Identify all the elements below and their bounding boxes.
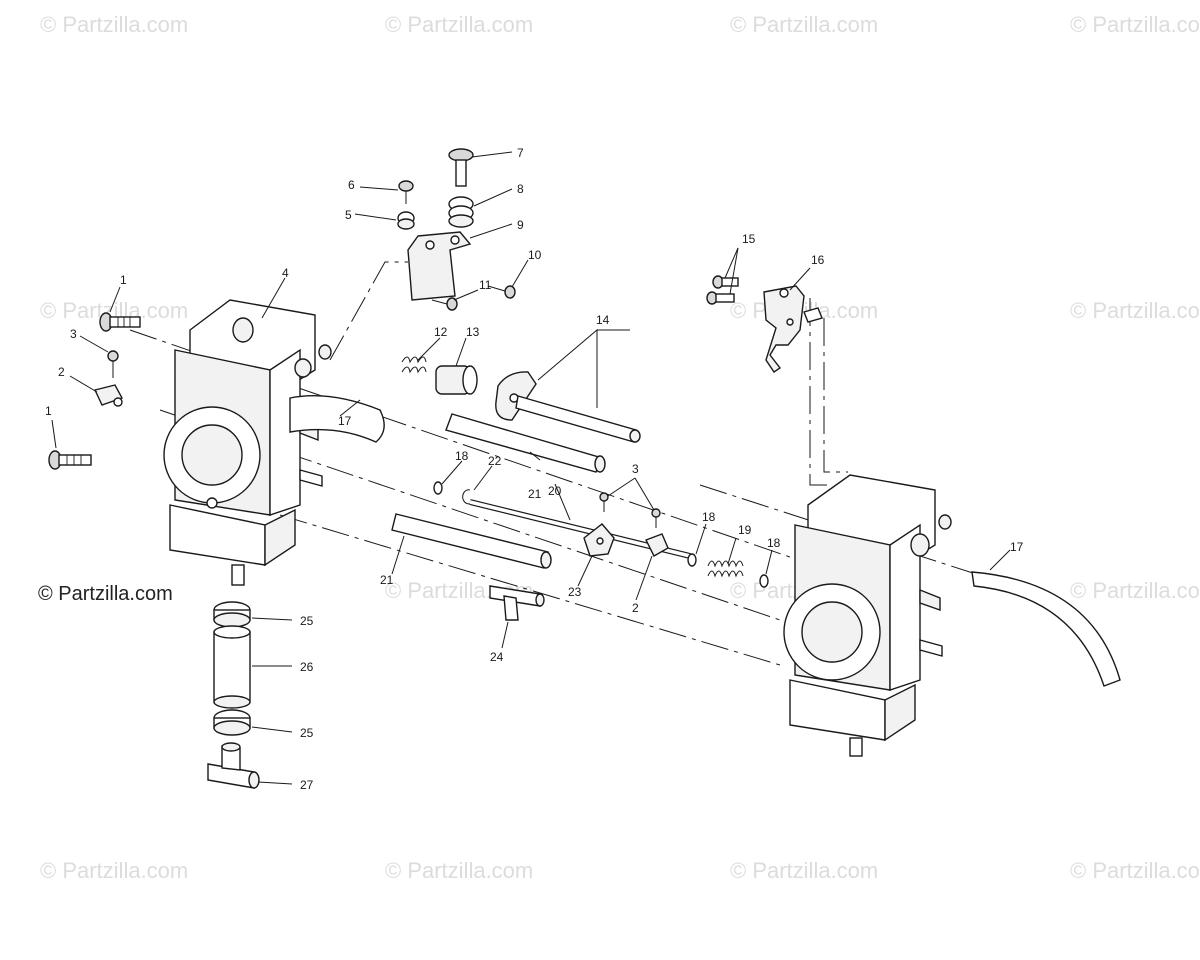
callout-1a: 1 — [120, 273, 127, 287]
shaft-14 — [515, 395, 641, 443]
washer-18-c — [759, 574, 769, 588]
callout-21b: 21 — [380, 573, 394, 587]
callout-8: 8 — [517, 182, 524, 196]
callout-20: 20 — [548, 484, 562, 498]
top-bracket-group — [397, 148, 516, 311]
watermark: © Partzilla.com — [730, 298, 878, 323]
right-carburetor — [783, 474, 952, 757]
bracket-16 — [763, 285, 823, 373]
washer-18-b — [687, 553, 697, 567]
callout-4: 4 — [282, 266, 289, 280]
watermark: © Partzilla.com — [1070, 578, 1200, 603]
tee-fitting-24 — [489, 585, 545, 621]
callout-7: 7 — [517, 146, 524, 160]
watermark: © Partzilla.com — [1070, 12, 1200, 37]
callout-18c: 18 — [767, 536, 781, 550]
leader-lines — [51, 151, 1011, 785]
callout-1b: 1 — [45, 404, 52, 418]
callout-17b: 17 — [1010, 540, 1024, 554]
watermark: © Partzilla.com — [1070, 858, 1200, 883]
watermark: © Partzilla.com — [730, 858, 878, 883]
callout-22: 22 — [488, 454, 502, 468]
callout-2b: 2 — [632, 601, 639, 615]
tee-27 — [207, 742, 260, 789]
washer-18-a — [433, 481, 443, 495]
screw-1-lower — [48, 450, 92, 470]
callout-18a: 18 — [455, 449, 469, 463]
screw-3-right-a — [599, 492, 609, 512]
screw-3-left — [107, 350, 119, 378]
watermark: © Partzilla.com — [1070, 298, 1200, 323]
screw-3-right-b — [651, 508, 661, 528]
callout-24: 24 — [490, 650, 504, 664]
lever-14 — [495, 371, 537, 421]
watermark: © Partzilla.com — [730, 12, 878, 37]
callout-18b: 18 — [702, 510, 716, 524]
callout-17a: 17 — [338, 414, 352, 428]
hose-26 — [213, 625, 251, 709]
clip-2-left — [94, 384, 124, 407]
clamp-25-lower — [213, 709, 251, 736]
callout-2a: 2 — [58, 365, 65, 379]
callout-27: 27 — [300, 778, 314, 792]
callout-12: 12 — [434, 325, 448, 339]
sleeve-13 — [435, 365, 478, 395]
clamp-25-upper — [213, 601, 251, 628]
callout-16: 16 — [811, 253, 825, 267]
hose-17-left — [289, 395, 385, 443]
lever-23 — [583, 523, 615, 557]
spring-19 — [707, 560, 744, 578]
callout-13: 13 — [466, 325, 480, 339]
callout-23: 23 — [568, 585, 582, 599]
tube-21-lower — [391, 513, 552, 569]
callout-3b: 3 — [632, 462, 639, 476]
watermark: © Partzilla.com — [40, 12, 188, 37]
watermark: © Partzilla.com — [385, 858, 533, 883]
callout-5: 5 — [345, 208, 352, 222]
left-carburetor — [163, 299, 332, 586]
callout-3a: 3 — [70, 327, 77, 341]
callout-labels: 1 1 3 2 4 6 5 7 8 9 10 11 12 13 14 15 16… — [45, 146, 1024, 792]
callout-26: 26 — [300, 660, 314, 674]
callout-25a: 25 — [300, 614, 314, 628]
spring-12 — [401, 356, 427, 374]
screw-1-upper — [99, 312, 141, 332]
brand-label: © Partzilla.com — [38, 583, 173, 605]
callout-11: 11 — [479, 278, 492, 292]
watermark: © Partzilla.com — [385, 12, 533, 37]
hose-17-right — [971, 571, 1121, 687]
clip-2-right — [645, 533, 669, 557]
callout-21a: 21 — [528, 487, 542, 501]
callout-10: 10 — [528, 248, 542, 262]
callout-14: 14 — [596, 313, 610, 327]
callout-25b: 25 — [300, 726, 314, 740]
tube-21-upper — [445, 413, 606, 473]
callout-19: 19 — [738, 523, 752, 537]
callout-6: 6 — [348, 178, 355, 192]
callout-9: 9 — [517, 218, 524, 232]
screws-15 — [706, 275, 739, 305]
watermark: © Partzilla.com — [40, 858, 188, 883]
callout-15: 15 — [742, 232, 756, 246]
